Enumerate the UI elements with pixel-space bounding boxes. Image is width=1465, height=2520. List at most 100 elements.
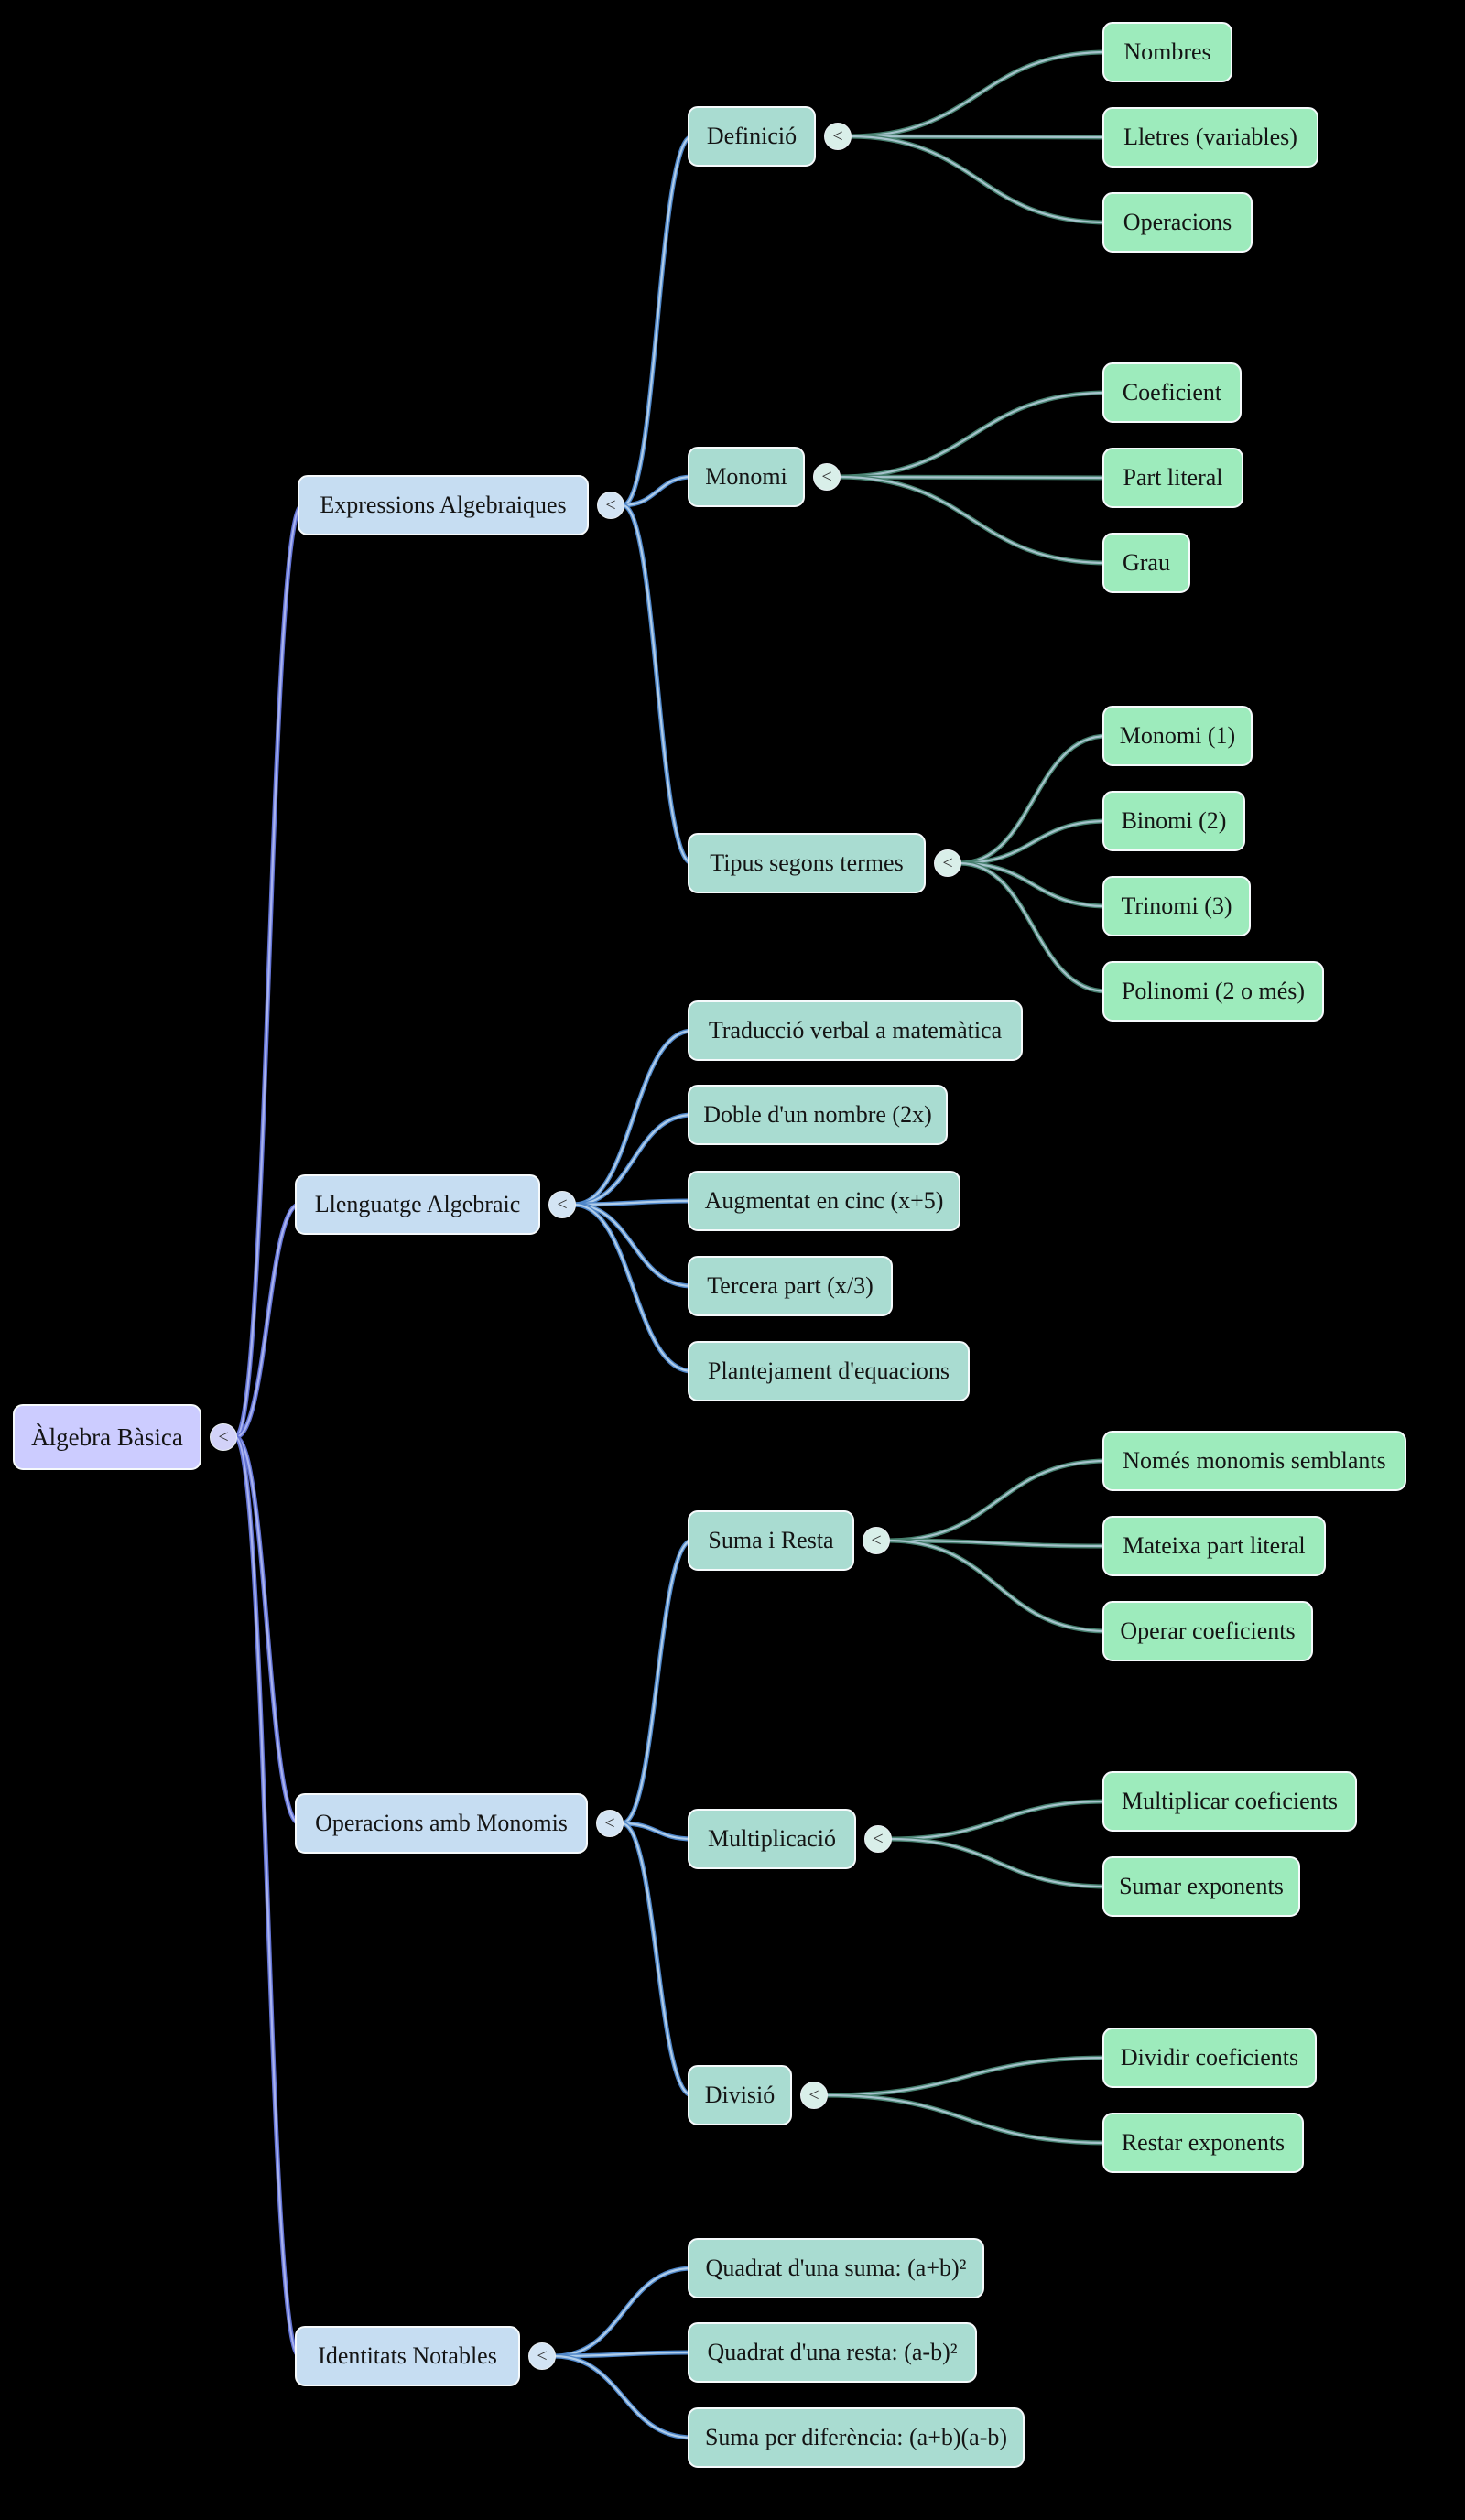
collapse-button-suma-i-resta[interactable]: <: [863, 1527, 890, 1554]
node-multiplicar-coeficients[interactable]: Multiplicar coeficients: [1102, 1771, 1357, 1832]
collapse-button-identitats-notables[interactable]: <: [528, 2342, 556, 2370]
collapse-chevron-icon: <: [537, 2345, 548, 2366]
node-coeficient[interactable]: Coeficient: [1102, 362, 1242, 423]
node-suma-per-diferencia[interactable]: Suma per diferència: (a+b)(a-b): [688, 2407, 1025, 2468]
node-label: Operacions amb Monomis: [315, 1810, 568, 1836]
collapse-chevron-icon: <: [821, 466, 832, 487]
node-trinomi-3[interactable]: Trinomi (3): [1102, 876, 1251, 936]
node-monomi[interactable]: Monomi: [688, 447, 805, 507]
collapse-button-tipus-segons-termes[interactable]: <: [934, 849, 961, 877]
node-tercera-part[interactable]: Tercera part (x/3): [688, 1256, 893, 1316]
node-identitats-notables[interactable]: Identitats Notables: [295, 2326, 520, 2386]
edge-connector: [572, 1199, 694, 1206]
node-llenguatge-algebraic[interactable]: Llenguatge Algebraic: [295, 1174, 540, 1235]
edge-connector: [233, 1203, 301, 1439]
node-plantejament-dequacions[interactable]: Plantejament d'equacions: [688, 1341, 970, 1401]
node-quadrat-duna-suma[interactable]: Quadrat d'una suma: (a+b)²: [688, 2238, 984, 2298]
node-label: Sumar exponents: [1119, 1873, 1284, 1899]
node-label: Augmentat en cinc (x+5): [704, 1187, 944, 1214]
node-label: Traducció verbal a matemàtica: [708, 1017, 1003, 1044]
collapse-chevron-icon: <: [604, 1812, 615, 1833]
edge-connector: [824, 2093, 1109, 2145]
edge-connector: [848, 135, 1109, 224]
node-label: Nombres: [1123, 38, 1211, 65]
edge-connector: [620, 1822, 694, 1841]
collapse-chevron-icon: <: [557, 1194, 568, 1215]
edge-connector: [886, 1539, 1109, 1633]
node-divisio[interactable]: Divisió: [688, 2065, 792, 2125]
node-operacions-amb-monomis[interactable]: Operacions amb Monomis: [295, 1793, 588, 1854]
edge-connector: [958, 861, 1109, 993]
node-label: Lletres (variables): [1123, 124, 1297, 150]
edge-connector: [572, 1203, 694, 1288]
node-label: Part literal: [1123, 464, 1223, 491]
node-label: Llenguatge Algebraic: [314, 1191, 521, 1217]
edge-connector: [837, 475, 1109, 480]
node-expressions-algebraiques[interactable]: Expressions Algebraiques: [298, 475, 589, 535]
node-lletres-variables[interactable]: Lletres (variables): [1102, 107, 1318, 168]
node-algebra-basica[interactable]: Àlgebra Bàsica: [13, 1404, 201, 1470]
node-label: Plantejament d'equacions: [708, 1357, 950, 1384]
node-label: Identitats Notables: [318, 2342, 497, 2369]
collapse-button-divisio[interactable]: <: [800, 2082, 828, 2109]
node-operar-coeficients[interactable]: Operar coeficients: [1102, 1601, 1313, 1661]
node-nomes-monomis-semblants[interactable]: Només monomis semblants: [1102, 1431, 1406, 1491]
collapse-button-expressions-algebraiques[interactable]: <: [597, 492, 624, 519]
node-suma-i-resta[interactable]: Suma i Resta: [688, 1510, 854, 1571]
node-label: Suma i Resta: [708, 1527, 834, 1553]
node-label: Tercera part (x/3): [707, 1272, 874, 1299]
node-multiplicacio[interactable]: Multiplicació: [688, 1809, 856, 1869]
node-label: Definició: [706, 123, 798, 149]
edge-connector: [572, 1029, 694, 1206]
node-label: Restar exponents: [1121, 2129, 1286, 2156]
node-tipus-segons-termes[interactable]: Tipus segons termes: [688, 833, 926, 893]
collapse-chevron-icon: <: [218, 1426, 229, 1447]
node-label: Tipus segons termes: [710, 849, 904, 876]
node-traduccio-verbal-a-matematica[interactable]: Traducció verbal a matemàtica: [688, 1000, 1023, 1061]
edge-connector: [572, 1203, 694, 1373]
node-definicio[interactable]: Definició: [688, 106, 816, 167]
node-label: Operar coeficients: [1120, 1617, 1296, 1644]
node-restar-exponents[interactable]: Restar exponents: [1102, 2113, 1304, 2173]
node-label: Suma per diferència: (a+b)(a-b): [704, 2424, 1008, 2450]
collapse-button-definicio[interactable]: <: [824, 123, 852, 150]
node-augmentat-en-cinc[interactable]: Augmentat en cinc (x+5): [688, 1171, 960, 1231]
collapse-button-multiplicacio[interactable]: <: [864, 1825, 892, 1853]
collapse-chevron-icon: <: [605, 494, 616, 515]
edge-connector: [621, 503, 694, 865]
edge-connector: [886, 1539, 1109, 1548]
node-quadrat-duna-resta[interactable]: Quadrat d'una resta: (a-b)²: [688, 2322, 977, 2383]
node-label: Només monomis semblants: [1123, 1447, 1386, 1474]
edge-connector: [837, 391, 1109, 479]
edge-connector: [552, 2266, 694, 2358]
node-label: Trinomi (3): [1121, 892, 1232, 919]
collapse-button-monomi[interactable]: <: [813, 463, 841, 491]
node-monomi-1[interactable]: Monomi (1): [1102, 706, 1253, 766]
node-doble-dun-nombre[interactable]: Doble d'un nombre (2x): [688, 1085, 948, 1145]
collapse-button-operacions-amb-monomis[interactable]: <: [596, 1810, 624, 1837]
node-grau[interactable]: Grau: [1102, 533, 1190, 593]
node-label: Monomi: [705, 463, 787, 490]
node-sumar-exponents[interactable]: Sumar exponents: [1102, 1856, 1300, 1917]
node-nombres[interactable]: Nombres: [1102, 22, 1232, 82]
node-operacions[interactable]: Operacions: [1102, 192, 1253, 253]
collapse-chevron-icon: <: [942, 852, 953, 873]
node-label: Coeficient: [1122, 379, 1222, 406]
node-polinomi-2-o-mes[interactable]: Polinomi (2 o més): [1102, 961, 1324, 1022]
collapse-button-algebra-basica[interactable]: <: [210, 1423, 237, 1451]
node-mateixa-part-literal[interactable]: Mateixa part literal: [1102, 1516, 1326, 1576]
edge-connector: [848, 50, 1109, 138]
edge-connector: [888, 1837, 1109, 1888]
node-label: Multiplicar coeficients: [1121, 1788, 1339, 1814]
node-part-literal[interactable]: Part literal: [1102, 448, 1243, 508]
edge-connector: [620, 1822, 694, 2097]
node-dividir-coeficients[interactable]: Dividir coeficients: [1102, 2028, 1317, 2088]
edge-connector: [621, 135, 694, 507]
collapse-button-llenguatge-algebraic[interactable]: <: [548, 1191, 576, 1218]
node-label: Multiplicació: [707, 1825, 837, 1852]
node-label: Polinomi (2 o més): [1121, 978, 1306, 1004]
collapse-chevron-icon: <: [832, 125, 843, 146]
edge-connector: [824, 2056, 1109, 2097]
node-binomi-2[interactable]: Binomi (2): [1102, 791, 1245, 851]
edge-connector: [886, 1459, 1109, 1542]
